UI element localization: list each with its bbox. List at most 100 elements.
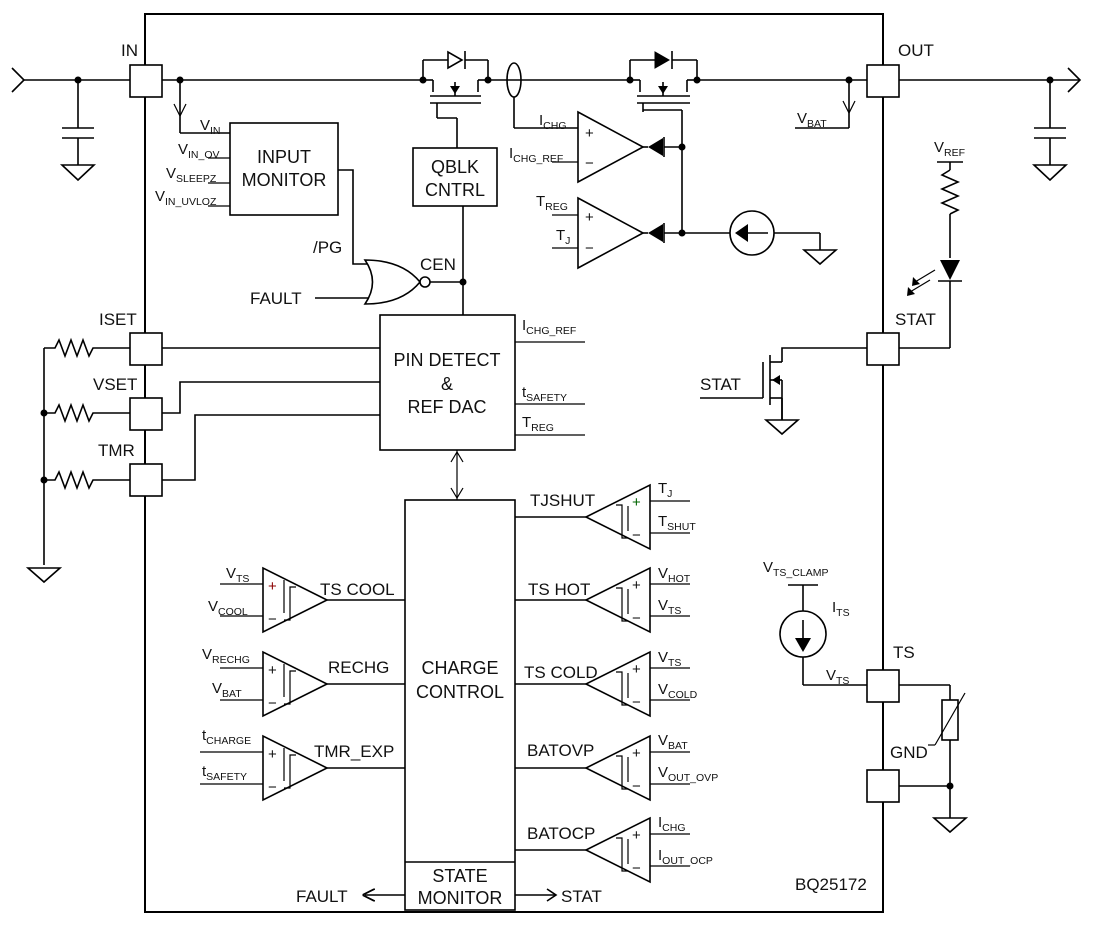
qblk-line1: QBLK xyxy=(431,157,479,177)
input-monitor-line2: MONITOR xyxy=(242,170,327,190)
batocp-minus: − xyxy=(632,860,641,877)
label-vin-ov: VIN_OV xyxy=(178,141,220,161)
charge-control-block xyxy=(404,499,516,911)
label-vts-cold: VTS xyxy=(658,649,681,669)
power-path-wiring xyxy=(162,50,867,148)
pin-ts xyxy=(866,669,900,703)
qblk-line2: CNTRL xyxy=(425,180,485,200)
current-source xyxy=(729,210,839,266)
charge-control-line2: CONTROL xyxy=(416,682,504,702)
pin-tmr xyxy=(129,463,163,497)
pin-vset-label: VSET xyxy=(93,375,137,394)
label-vts-hot: VTS xyxy=(658,597,681,617)
label-vts-clamp: VTS_CLAMP xyxy=(763,559,828,579)
tjshut-plus: + xyxy=(632,494,641,511)
pin-detect-outputs xyxy=(515,341,585,436)
ts-hot-minus: − xyxy=(632,610,641,627)
label-tshut: TSHUT xyxy=(658,513,696,533)
pin-in-label: IN xyxy=(121,41,138,60)
stat-led-branch xyxy=(899,161,963,349)
input-monitor-block xyxy=(229,122,339,216)
input-connector xyxy=(11,67,130,182)
ts-hot-plus: + xyxy=(632,577,641,594)
batocp-plus: + xyxy=(632,827,641,844)
label-vcold: VCOLD xyxy=(658,681,698,701)
pin-gnd-label: GND xyxy=(890,743,928,762)
label-tj-a: TJ xyxy=(556,227,570,247)
comparator-tjshut xyxy=(515,483,690,551)
left-pin-network xyxy=(25,337,380,584)
tmr-exp-plus: + xyxy=(268,746,277,763)
treg-regulation-amp xyxy=(552,109,730,270)
ts-cold-plus: + xyxy=(632,661,641,678)
label-ichg-ocp: ICHG xyxy=(658,814,686,834)
label-tsafety-b: tSAFETY xyxy=(522,384,567,404)
label-batovp: BATOVP xyxy=(527,741,594,760)
label-rechg: RECHG xyxy=(328,658,389,677)
symbol-plus-2: + xyxy=(585,209,594,226)
label-ts-cold: TS COLD xyxy=(524,663,598,682)
pin-tmr-label: TMR xyxy=(98,441,135,460)
comparator-rechg xyxy=(220,650,405,718)
input-monitor-inputs xyxy=(208,157,230,207)
tjshut-minus: − xyxy=(632,527,641,544)
state-monitor-outputs xyxy=(365,888,558,902)
comparator-tmr-exp xyxy=(200,734,405,802)
ic-outline xyxy=(144,13,884,913)
pin-out xyxy=(866,64,900,98)
charge-control-line1: CHARGE xyxy=(421,658,498,678)
label-tcharge: tCHARGE xyxy=(202,727,251,747)
tmr-exp-minus: − xyxy=(268,779,277,796)
input-monitor-line1: INPUT xyxy=(257,147,311,167)
label-its: ITS xyxy=(832,599,850,619)
batovp-plus: + xyxy=(632,745,641,762)
ts-current-source xyxy=(779,584,867,686)
pin-stat-label: STAT xyxy=(895,310,936,329)
label-treg-a: TREG xyxy=(536,193,568,213)
pin-detect-line3: REF DAC xyxy=(407,397,486,417)
label-vin: VIN xyxy=(200,117,221,137)
pin-vset xyxy=(129,397,163,431)
label-tjshut: TJSHUT xyxy=(530,491,595,510)
label-vbat-out: VBAT xyxy=(797,110,827,130)
label-ts-cool: TS COOL xyxy=(320,580,395,599)
symbol-minus-2: − xyxy=(585,240,594,257)
label-vcool: VCOOL xyxy=(208,598,248,618)
ts-cool-plus: + xyxy=(268,578,277,595)
ts-cold-minus: − xyxy=(632,694,641,711)
label-tsafety-c: tSAFETY xyxy=(202,763,247,783)
label-vout-ovp: VOUT_OVP xyxy=(658,764,718,784)
label-batocp: BATOCP xyxy=(527,824,595,843)
comparator-ts-cool xyxy=(220,566,405,634)
qblk-cntrl-block xyxy=(412,147,498,207)
signal-fault-in: FAULT xyxy=(250,289,302,308)
ichg-regulation-amp xyxy=(552,110,686,184)
nor-gate xyxy=(315,169,467,315)
state-monitor-line1: STATE xyxy=(432,866,487,886)
label-iout-ocp: IOUT_OCP xyxy=(658,847,713,867)
label-ichg-ref-b: ICHG_REF xyxy=(522,317,576,337)
label-treg-b: TREG xyxy=(522,414,554,434)
pin-detect-block xyxy=(379,314,516,451)
signal-pg: /PG xyxy=(313,238,342,257)
output-connector xyxy=(899,67,1082,182)
bus-link xyxy=(450,450,464,500)
part-number: BQ25172 xyxy=(795,875,867,894)
batovp-minus: − xyxy=(632,778,641,795)
pin-stat xyxy=(866,332,900,366)
pin-in xyxy=(129,64,163,98)
pin-out-label: OUT xyxy=(898,41,934,60)
symbol-plus-1: + xyxy=(585,125,594,142)
label-ichg-ref-a: ICHG_REF xyxy=(509,145,563,165)
label-vref: VREF xyxy=(934,139,965,159)
signal-stat-out: STAT xyxy=(561,887,602,906)
comparator-batocp xyxy=(515,816,690,884)
pin-ts-label: TS xyxy=(893,643,915,662)
label-vts-pin: VTS xyxy=(826,667,849,687)
label-ichg: ICHG xyxy=(539,112,567,132)
stat-fet xyxy=(700,347,867,436)
pin-detect-line2: & xyxy=(441,374,453,394)
signal-fault-out: FAULT xyxy=(296,887,348,906)
comparator-batovp xyxy=(515,734,690,802)
